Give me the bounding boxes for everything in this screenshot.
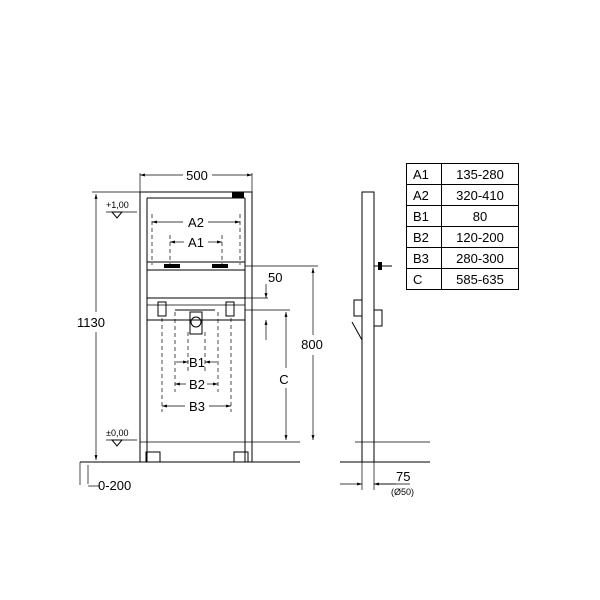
table-row: B3 280-300 <box>406 247 519 269</box>
level-top-label: +1,00 <box>106 200 129 210</box>
foot-left <box>145 451 161 463</box>
dim-depth: 75 <box>396 469 410 484</box>
table-key: A1 <box>406 163 442 185</box>
drain-pipe <box>189 311 203 335</box>
table-key: B2 <box>406 226 442 248</box>
fixing-left <box>164 264 180 268</box>
dim-b1: B1 <box>189 355 205 370</box>
table-value: 120-200 <box>441 226 519 248</box>
table-row: C 585-635 <box>406 268 519 290</box>
table-value: 585-635 <box>441 268 519 290</box>
table-value: 280-300 <box>441 247 519 269</box>
side-drain <box>373 309 383 327</box>
level-zero-label: ±0,00 <box>106 428 128 438</box>
dim-a2: A2 <box>188 215 204 230</box>
side-frame <box>361 191 375 463</box>
fixing-right <box>212 264 228 268</box>
dim-frame-width: 500 <box>186 168 208 183</box>
dim-a1: A1 <box>188 235 204 250</box>
dim-pipe-diameter: (Ø50) <box>391 487 414 497</box>
dim-b3: B3 <box>189 399 205 414</box>
table-row: B2 120-200 <box>406 226 519 248</box>
dim-b2: B2 <box>189 377 205 392</box>
table-key: B3 <box>406 247 442 269</box>
level-zero-marker <box>110 439 124 447</box>
table-row: B1 80 <box>406 205 519 227</box>
table-row: A1 135-280 <box>406 163 519 185</box>
frame-top-tab <box>232 192 244 198</box>
table-row: A2 320-410 <box>406 184 519 206</box>
dim-c: C <box>279 372 288 387</box>
mounting-plate <box>146 297 246 321</box>
level-top-marker <box>110 211 124 219</box>
dim-height-800: 800 <box>301 337 323 352</box>
front-view <box>139 191 253 463</box>
table-key: A2 <box>406 184 442 206</box>
table-value: 135-280 <box>441 163 519 185</box>
dim-total-height: 1130 <box>77 315 105 330</box>
table-value: 320-410 <box>441 184 519 206</box>
dim-offset-50: 50 <box>268 270 282 285</box>
foot-right <box>233 451 249 463</box>
table-key: B1 <box>406 205 442 227</box>
dim-floor-range: 0-200 <box>98 478 131 493</box>
table-value: 80 <box>441 205 519 227</box>
table-key: C <box>406 268 442 290</box>
side-view <box>340 191 430 490</box>
dimension-table: A1 135-280 A2 320-410 B1 80 B2 120-200 B… <box>406 163 519 290</box>
